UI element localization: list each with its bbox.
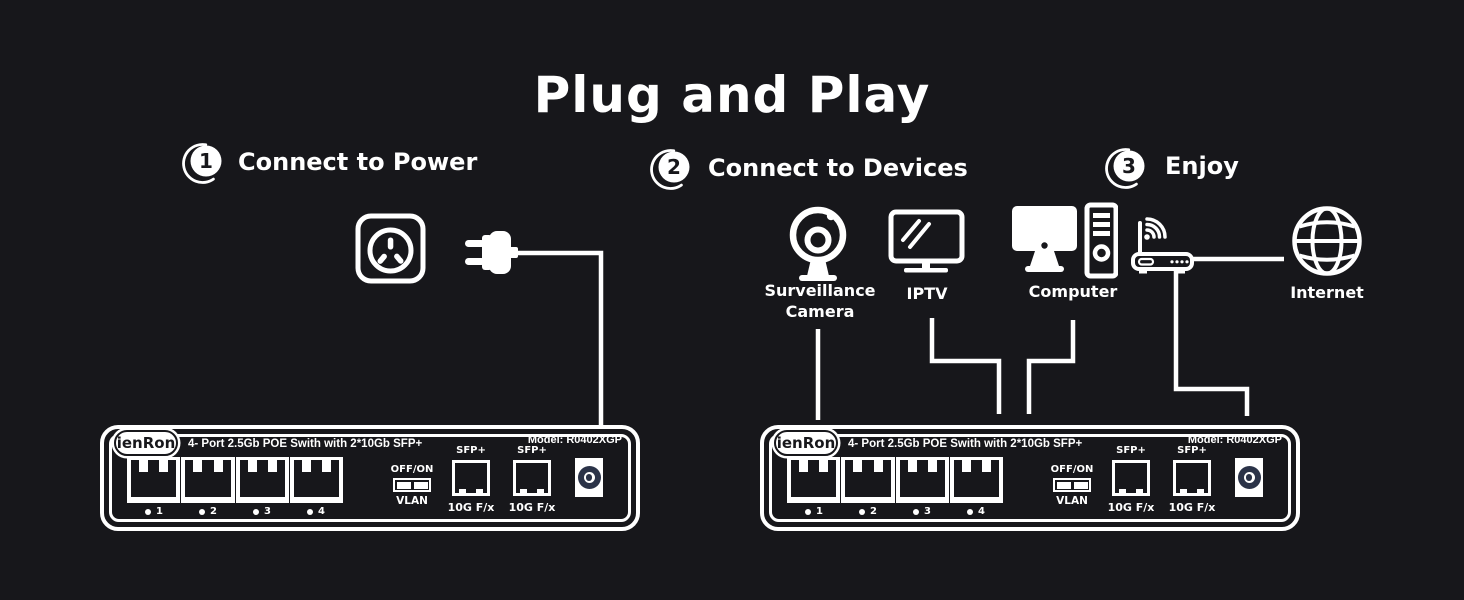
power-jack-ring <box>577 466 601 489</box>
step-1-badge-icon: 1 <box>182 143 222 184</box>
rj45-port-block <box>787 457 1003 503</box>
brand-logo: ienRon <box>114 430 178 456</box>
rj45-port <box>236 457 290 503</box>
dip-switch-top-label: OFF/ON <box>390 464 434 475</box>
power-plug-icon <box>465 231 518 274</box>
power-jack-ring <box>1237 466 1261 489</box>
step-2-label: Connect to Devices <box>708 154 968 182</box>
step-1-label: Connect to Power <box>238 148 478 176</box>
port-number: 3 <box>253 506 271 517</box>
step-2-badge-icon: 2 <box>650 149 690 190</box>
sfp-port <box>1112 460 1150 496</box>
vlan-dip-switch <box>393 478 431 492</box>
port-number: 3 <box>913 506 931 517</box>
computer-label: Computer <box>1028 282 1118 301</box>
poe-switch-right: ienRon 4- Port 2.5Gb POE Swith with 2*10… <box>760 425 1300 531</box>
sfp-sub-label: 10G F/x <box>508 501 556 514</box>
rj45-port <box>841 457 896 503</box>
switch-title: 4- Port 2.5Gb POE Swith with 2*10Gb SFP+ <box>848 438 1083 450</box>
power-outlet-icon <box>355 213 426 284</box>
sfp-sub-label: 10G F/x <box>1107 501 1155 514</box>
sfp-label: SFP+ <box>1177 445 1207 456</box>
step-3-label: Enjoy <box>1165 152 1239 180</box>
rj45-port <box>950 457 1003 503</box>
sfp-sub-label: 10G F/x <box>447 501 495 514</box>
internet-globe-icon <box>1292 206 1362 276</box>
step-1-number: 1 <box>199 149 213 173</box>
power-jack <box>575 458 603 497</box>
internet-label: Internet <box>1290 283 1364 302</box>
switch-model: Model: R0402XGP <box>527 434 622 446</box>
sfp-label: SFP+ <box>1116 445 1146 456</box>
iptv-cable-line <box>929 318 1002 414</box>
power-jack <box>1235 458 1263 497</box>
rj45-port <box>290 457 343 503</box>
router-downlink-line <box>1173 271 1250 416</box>
port-number: 4 <box>307 506 325 517</box>
sfp-label: SFP+ <box>456 445 486 456</box>
rj45-port <box>127 457 182 503</box>
switch-title: 4- Port 2.5Gb POE Swith with 2*10Gb SFP+ <box>188 438 423 450</box>
port-number: 4 <box>967 506 985 517</box>
computer-cable-line <box>1026 320 1076 414</box>
rj45-port-block <box>127 457 343 503</box>
brand-logo: ienRon <box>774 430 838 456</box>
switch-inner-border <box>109 434 631 522</box>
step-3-number: 3 <box>1122 154 1136 178</box>
poe-switch-left: ienRon 4- Port 2.5Gb POE Swith with 2*10… <box>100 425 640 531</box>
sfp-port <box>1173 460 1211 496</box>
port-number: 2 <box>199 506 217 517</box>
switch-inner-border <box>769 434 1291 522</box>
step-2-number: 2 <box>667 155 681 179</box>
port-number-row: 1 2 3 4 <box>787 506 1003 517</box>
rj45-port <box>181 457 236 503</box>
power-cord-line <box>516 250 604 426</box>
dip-switch-bottom-label: VLAN <box>1056 495 1088 507</box>
dip-switch-bottom-label: VLAN <box>396 495 428 507</box>
router-icon <box>1131 217 1194 274</box>
computer-icon <box>1012 202 1118 279</box>
iptv-icon <box>888 209 965 273</box>
step-3-badge-icon: 3 <box>1105 148 1145 189</box>
rj45-port <box>787 457 842 503</box>
page-title: Plug and Play <box>533 66 931 124</box>
dip-switch-top-label: OFF/ON <box>1050 464 1094 475</box>
rj45-port <box>896 457 950 503</box>
sfp-port <box>513 460 551 496</box>
camera-label-line1: Surveillance <box>764 281 876 300</box>
port-number: 1 <box>145 506 163 517</box>
sfp-sub-label: 10G F/x <box>1168 501 1216 514</box>
camera-label-line2: Camera <box>785 302 855 321</box>
sfp-label: SFP+ <box>517 445 547 456</box>
iptv-label: IPTV <box>906 284 948 303</box>
switch-outer-border <box>100 425 640 531</box>
switch-model: Model: R0402XGP <box>1187 434 1282 446</box>
port-number-row: 1 2 3 4 <box>127 506 343 517</box>
vlan-dip-switch <box>1053 478 1091 492</box>
port-number: 1 <box>805 506 823 517</box>
surveillance-camera-icon <box>789 206 847 281</box>
switch-outer-border <box>760 425 1300 531</box>
sfp-port <box>452 460 490 496</box>
port-number: 2 <box>859 506 877 517</box>
